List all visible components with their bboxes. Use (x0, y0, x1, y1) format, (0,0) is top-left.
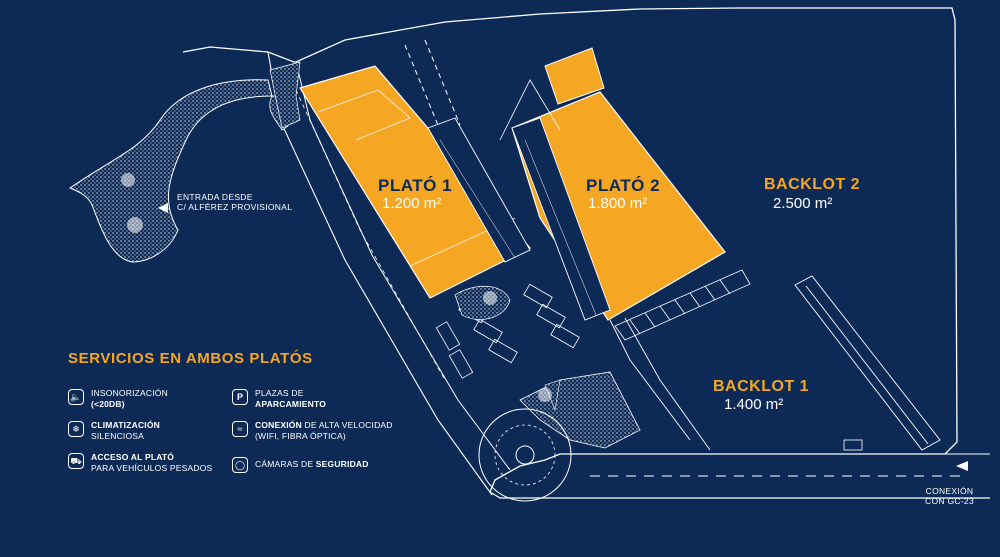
service-soundproofing: 🔈 INSONORIZACIÓN (<20DB) (68, 388, 168, 410)
service-security-line-1-bold: SEGURIDAD (315, 459, 369, 469)
connection-line-2: CON GC-23 (925, 496, 974, 506)
service-access-line-1: ACCESO AL PLATÓ (91, 452, 175, 462)
plato-1-area: 1.200 m² (382, 195, 442, 212)
garden-center (454, 286, 511, 320)
service-connectivity-line-1-bold: CONEXIÓN (255, 420, 302, 430)
services-title: SERVICIOS EN AMBOS PLATÓS (68, 350, 313, 367)
service-heavy-vehicle-access: ⛟ ACCESO AL PLATÓ PARA VEHÍCULOS PESADOS (68, 452, 212, 474)
backlot-2-area: 2.500 m² (773, 195, 833, 212)
trees (121, 173, 552, 402)
service-security-cameras: ◯ CÁMARAS DE SEGURIDAD (232, 456, 369, 473)
entrance-label: ENTRADA DESDE C/ ALFÉREZ PROVISIONAL (177, 192, 292, 212)
service-connectivity-line-2: (WIFI, FIBRA ÓPTICA) (255, 431, 346, 441)
service-access-line-2: PARA VEHÍCULOS PESADOS (91, 463, 213, 473)
speaker-icon: 🔈 (68, 389, 84, 405)
connection-arrow (956, 461, 968, 471)
entrance-line-1: ENTRADA DESDE (177, 192, 253, 202)
plato-2-name: PLATÓ 2 (586, 176, 661, 195)
main-road (560, 453, 990, 499)
service-climate-line-2: SILENCIOSA (91, 431, 145, 441)
roundabout (478, 408, 572, 502)
vehicle (843, 439, 863, 451)
plato-1-name: PLATÓ 1 (378, 176, 453, 195)
service-parking-line-1: PLAZAS DE (255, 388, 304, 398)
entrance-line-2: C/ ALFÉREZ PROVISIONAL (177, 202, 293, 212)
service-soundproofing-line-1: INSONORIZACIÓN (91, 388, 168, 398)
garden-left (269, 61, 301, 129)
service-parking-line-2: APARCAMIENTO (255, 399, 327, 409)
truck-icon: ⛟ (68, 453, 84, 469)
garden-lower (519, 371, 641, 449)
service-connectivity-line-1-rest: DE ALTA VELOCIDAD (301, 420, 393, 430)
connection-label: CONEXIÓN CON GC-23 (925, 486, 974, 506)
service-parking: P PLAZAS DE APARCAMIENTO (232, 388, 326, 410)
service-security-line-1: CÁMARAS DE (255, 459, 316, 469)
backlot-1-name: BACKLOT 1 (713, 378, 810, 395)
entrance-landscape (68, 79, 273, 263)
service-connectivity: ≈ CONEXIÓN DE ALTA VELOCIDAD (WIFI, FIBR… (232, 420, 393, 442)
backlot-1-strip (794, 275, 941, 451)
service-soundproofing-line-2: (<20DB) (91, 399, 125, 409)
plato-2-building (511, 91, 726, 321)
backlot-1-area: 1.400 m² (724, 396, 784, 413)
wifi-icon: ≈ (232, 421, 248, 437)
site-boundary (182, 7, 990, 499)
loading-ramp (614, 269, 751, 341)
snowflake-icon: ❄ (68, 421, 84, 437)
shield-icon: ◯ (232, 457, 248, 473)
plato-2-area: 1.800 m² (588, 195, 648, 212)
service-climate: ❄ CLIMATIZACIÓN SILENCIOSA (68, 420, 160, 442)
service-climate-line-1: CLIMATIZACIÓN (91, 420, 161, 430)
backlot-2-name: BACKLOT 2 (764, 176, 861, 193)
connection-line-1: CONEXIÓN (925, 486, 974, 496)
parking-icon: P (232, 389, 248, 405)
plato-1-building (299, 65, 531, 299)
entrance-arrow (158, 203, 168, 213)
